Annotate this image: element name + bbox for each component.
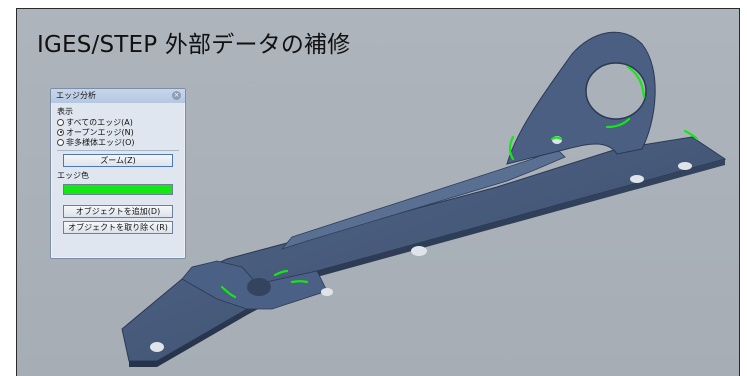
plate-hole-5	[678, 162, 692, 170]
radio-selected-icon[interactable]	[57, 128, 64, 136]
edge-color-swatch[interactable]	[63, 184, 173, 195]
radio-open-edges[interactable]: オープンエッジ(N)	[51, 127, 185, 137]
slide-title: IGES/STEP 外部データの補修	[37, 32, 351, 58]
radio-label: すべてのエッジ(A)	[66, 117, 133, 127]
pocket	[247, 278, 271, 296]
display-group-label: 表示	[57, 107, 73, 116]
plate-hole-1	[150, 342, 164, 352]
bracket-3d-model[interactable]	[17, 9, 739, 376]
radio-label: オープンエッジ(N)	[66, 127, 134, 137]
edge-analysis-dialog[interactable]: エッジ分析 × 表示 すべてのエッジ(A) オープンエッジ(N) 非多様体エッジ…	[50, 88, 186, 259]
rib-face	[280, 148, 566, 250]
plate-hole-3	[411, 246, 427, 256]
plate-side-face	[129, 159, 725, 367]
radio-all-edges[interactable]: すべてのエッジ(A)	[51, 117, 185, 127]
edge-color-label: エッジ色	[57, 171, 89, 180]
plate-hole-2	[321, 288, 333, 296]
plate-hole-4	[630, 175, 644, 183]
remove-object-button[interactable]: オブジェクトを取り除く(R)	[63, 221, 173, 234]
tab-hole	[585, 62, 647, 120]
divider	[57, 150, 179, 151]
radio-icon[interactable]	[57, 118, 64, 126]
dialog-titlebar[interactable]: エッジ分析 ×	[51, 89, 185, 103]
cad-viewport[interactable]: IGES/STEP 外部データの補修	[16, 8, 740, 376]
open-edge-highlights	[220, 65, 699, 299]
zoom-button[interactable]: ズーム(Z)	[63, 154, 173, 167]
radio-nonmanifold-edges[interactable]: 非多様体エッジ(O)	[51, 137, 185, 147]
radio-label: 非多様体エッジ(O)	[66, 137, 135, 147]
radio-icon[interactable]	[57, 138, 64, 146]
close-icon[interactable]: ×	[172, 91, 181, 100]
add-object-button[interactable]: オブジェクトを追加(D)	[63, 205, 173, 218]
dialog-title: エッジ分析	[56, 91, 96, 100]
